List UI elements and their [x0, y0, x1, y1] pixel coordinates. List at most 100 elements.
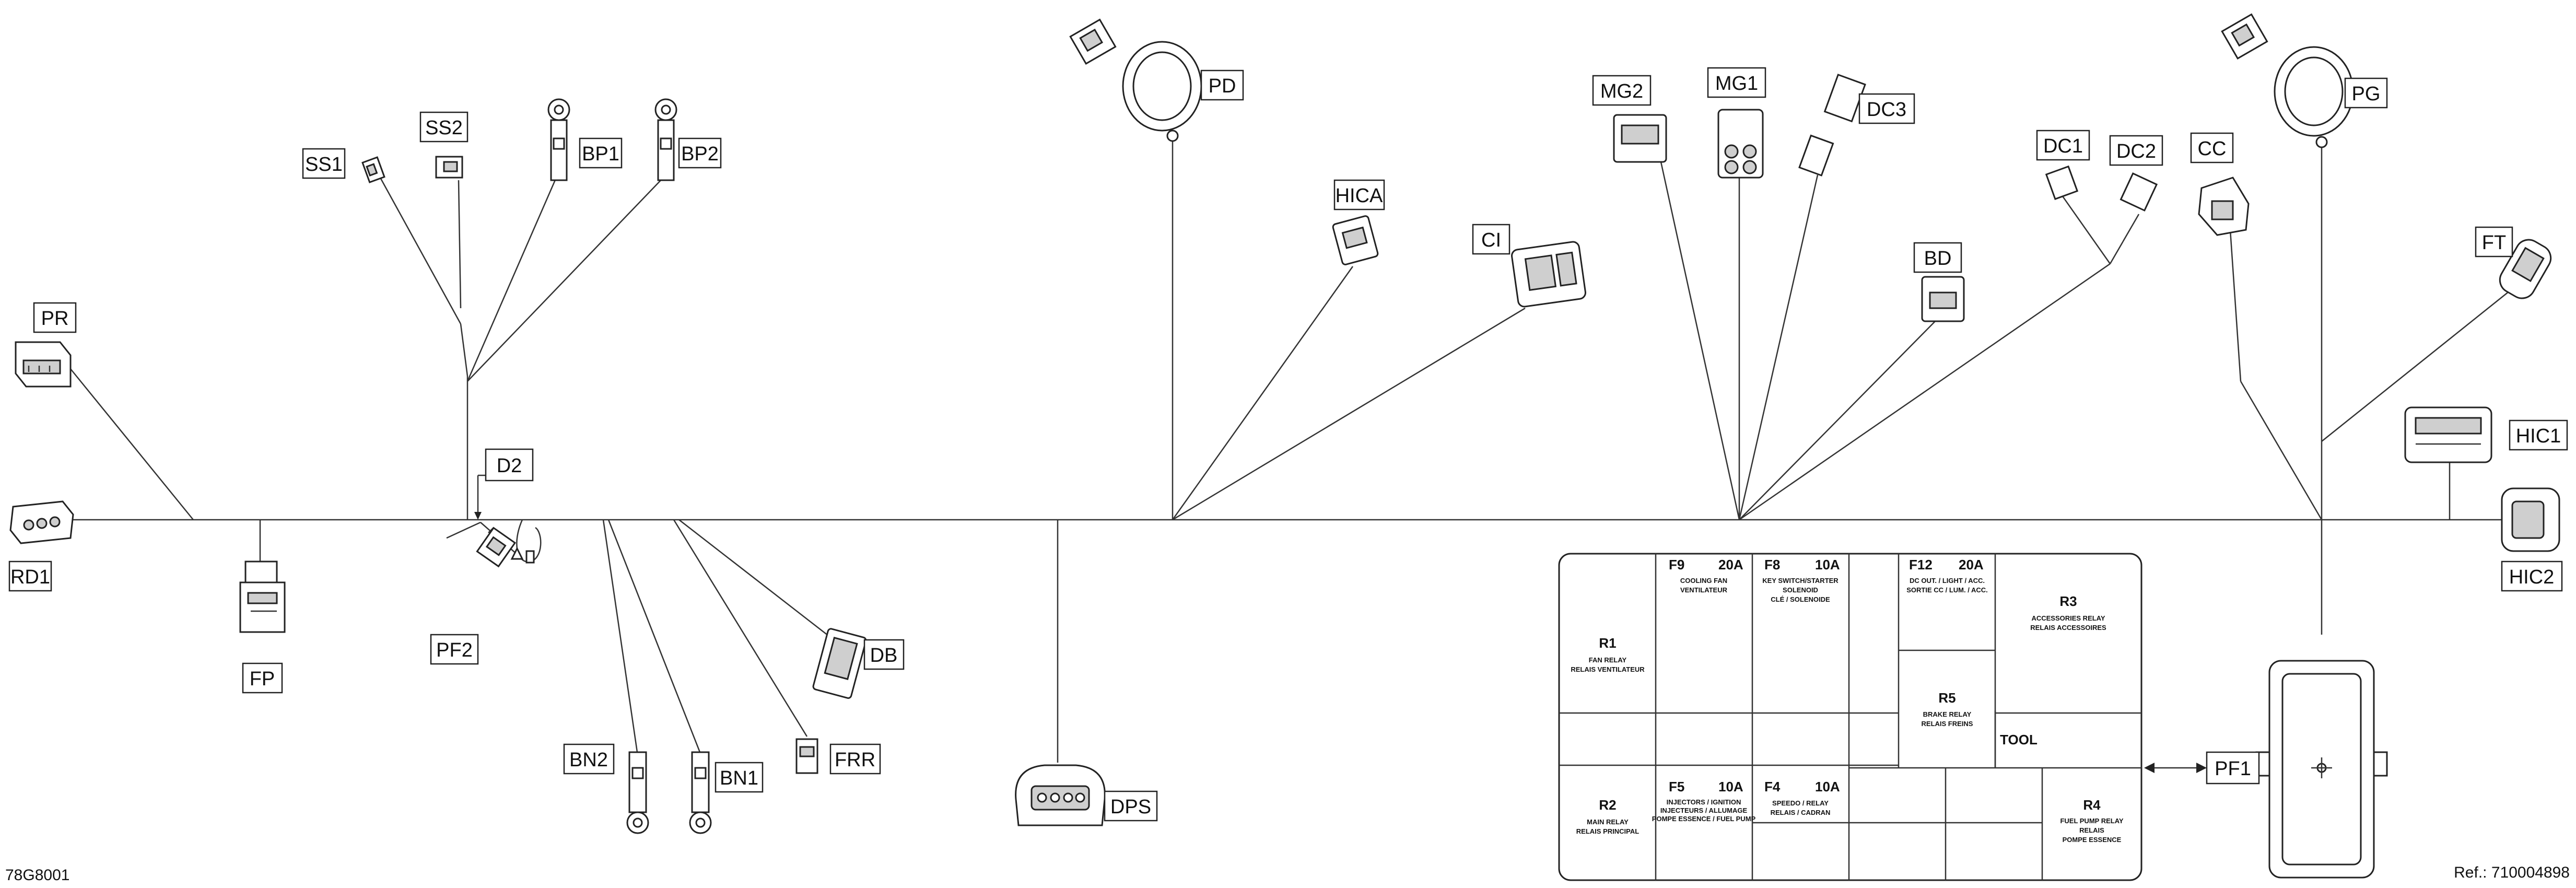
pr-connector-drawing	[15, 341, 72, 388]
svg-text:POMPE ESSENCE / FUEL PUMP: POMPE ESSENCE / FUEL PUMP	[1652, 815, 1756, 823]
svg-text:MAIN RELAY: MAIN RELAY	[1587, 818, 1629, 826]
svg-text:DC OUT. / LIGHT / ACC.: DC OUT. / LIGHT / ACC.	[1910, 577, 1985, 585]
label-ss1: SS1	[302, 148, 346, 179]
label-pf1: PF1	[2206, 751, 2260, 785]
label-bn2: BN2	[563, 743, 615, 775]
svg-text:SS1: SS1	[305, 154, 343, 176]
svg-text:SS2: SS2	[425, 117, 463, 139]
fuse-f12: F12 20A DC OUT. / LIGHT / ACC. SORTIE CC…	[1906, 557, 1988, 594]
svg-text:20A: 20A	[1718, 557, 1743, 572]
bn1-terminal-drawing	[689, 751, 712, 834]
svg-text:FP: FP	[250, 668, 275, 690]
svg-text:TOOL: TOOL	[2000, 732, 2038, 747]
fuse-r5: R5 BRAKE RELAY RELAIS FREINS	[1922, 690, 1973, 728]
fp-connector-drawing	[239, 560, 286, 633]
ci-connector-drawing	[1511, 241, 1586, 308]
svg-text:MG2: MG2	[1600, 80, 1643, 102]
label-dc1: DC1	[2036, 130, 2090, 161]
label-fp: FP	[242, 662, 283, 694]
svg-text:MG1: MG1	[1715, 73, 1758, 95]
svg-text:FT: FT	[2482, 232, 2506, 254]
dps-connector-drawing	[1015, 764, 1106, 826]
svg-text:DC2: DC2	[2116, 141, 2156, 162]
label-cc: CC	[2190, 132, 2234, 163]
svg-text:CI: CI	[1481, 229, 1501, 251]
bn2-terminal-drawing	[626, 751, 649, 834]
bd-connector-drawing	[1921, 276, 1965, 322]
fuse-f8: F8 10A KEY SWITCH/STARTER SOLENOID CLÉ /…	[1762, 557, 1840, 603]
svg-text:DPS: DPS	[1110, 796, 1151, 818]
fuse-tool-slot: TOOL	[2000, 732, 2038, 747]
svg-text:COOLING FAN: COOLING FAN	[1680, 577, 1727, 585]
svg-text:D2: D2	[497, 455, 522, 477]
db-connector-drawing	[812, 628, 867, 699]
hic2-connector-drawing	[2501, 487, 2560, 552]
rd1-connector-drawing	[9, 500, 74, 544]
hica-connector-drawing	[1332, 215, 1379, 265]
label-d2: D2	[485, 448, 534, 482]
bp1-terminal-drawing	[547, 98, 570, 181]
svg-text:F12: F12	[1909, 557, 1933, 572]
fuse-f4: F4 10A SPEEDO / RELAY RELAIS / CADRAN	[1764, 779, 1840, 816]
dc2-connector-drawing	[2120, 172, 2158, 212]
mg2-connector-drawing	[1613, 114, 1667, 163]
label-ss2: SS2	[419, 111, 469, 143]
svg-text:BN2: BN2	[569, 749, 608, 771]
svg-text:DC1: DC1	[2043, 135, 2083, 157]
cc-connector-drawing	[2198, 177, 2250, 236]
label-mg2: MG2	[1592, 75, 1652, 106]
frr-connector-drawing	[795, 738, 818, 774]
label-frr: FRR	[829, 743, 881, 775]
pf2-connector-drawing	[476, 527, 535, 568]
label-hic2: HIC2	[2501, 560, 2563, 592]
svg-text:RELAIS PRINCIPAL: RELAIS PRINCIPAL	[1576, 827, 1639, 835]
svg-text:SOLENOID: SOLENOID	[1783, 586, 1818, 594]
svg-text:KEY SWITCH/STARTER: KEY SWITCH/STARTER	[1762, 577, 1839, 585]
dc3-connector-drawing	[1798, 74, 1866, 177]
label-pr: PR	[33, 302, 77, 333]
label-dc3: DC3	[1858, 93, 1915, 124]
svg-text:10A: 10A	[1718, 779, 1743, 794]
ss1-connector-drawing	[361, 156, 385, 183]
label-dps: DPS	[1104, 790, 1158, 822]
svg-text:F5: F5	[1669, 779, 1684, 794]
pg-sensor-drawing	[2221, 13, 2354, 148]
label-pg: PG	[2344, 77, 2388, 109]
harness-wires	[67, 141, 2518, 763]
pd-sensor-drawing	[1069, 18, 1202, 142]
svg-text:INJECTORS / IGNITION: INJECTORS / IGNITION	[1667, 798, 1741, 806]
svg-text:RD1: RD1	[10, 566, 50, 588]
label-dc2: DC2	[2109, 135, 2163, 166]
fuse-f5: F5 10A INJECTORS / IGNITION INJECTEURS /…	[1652, 779, 1756, 823]
label-ft: FT	[2475, 226, 2513, 258]
svg-text:PD: PD	[1209, 75, 1236, 97]
svg-text:SORTIE CC / LUM. / ACC.: SORTIE CC / LUM. / ACC.	[1906, 586, 1988, 594]
bp2-terminal-drawing	[654, 98, 677, 181]
ss2-connector-drawing	[435, 156, 463, 179]
svg-text:10A: 10A	[1815, 557, 1840, 572]
ft-connector-drawing	[2499, 239, 2552, 299]
svg-text:R1: R1	[1599, 635, 1616, 651]
svg-text:BP2: BP2	[681, 143, 719, 165]
fuse-box-layout-panel	[1558, 553, 2142, 881]
svg-text:HICA: HICA	[1336, 185, 1383, 207]
svg-text:10A: 10A	[1815, 779, 1840, 794]
svg-text:PR: PR	[41, 308, 69, 330]
svg-text:DC3: DC3	[1867, 99, 1906, 121]
fuse-r3: R3 ACCESSORIES RELAY RELAIS ACCESSOIRES	[2030, 593, 2106, 632]
label-bp2: BP2	[678, 137, 722, 169]
svg-text:R2: R2	[1599, 797, 1616, 813]
svg-text:RELAIS ACCESSOIRES: RELAIS ACCESSOIRES	[2030, 624, 2106, 632]
fuse-r2: R2 MAIN RELAY RELAIS PRINCIPAL	[1576, 797, 1639, 835]
svg-text:R4: R4	[2083, 797, 2101, 813]
figure-code: 78G8001	[5, 867, 69, 884]
label-db: DB	[863, 639, 905, 670]
svg-text:BRAKE RELAY: BRAKE RELAY	[1923, 710, 1972, 718]
svg-text:FAN RELAY: FAN RELAY	[1589, 656, 1627, 664]
label-rd1: RD1	[8, 560, 52, 592]
label-hica: HICA	[1333, 179, 1385, 211]
d2-arrow	[474, 474, 486, 520]
svg-text:R3: R3	[2059, 593, 2077, 609]
svg-text:CLÉ / SOLENOIDE: CLÉ / SOLENOIDE	[1771, 595, 1830, 603]
